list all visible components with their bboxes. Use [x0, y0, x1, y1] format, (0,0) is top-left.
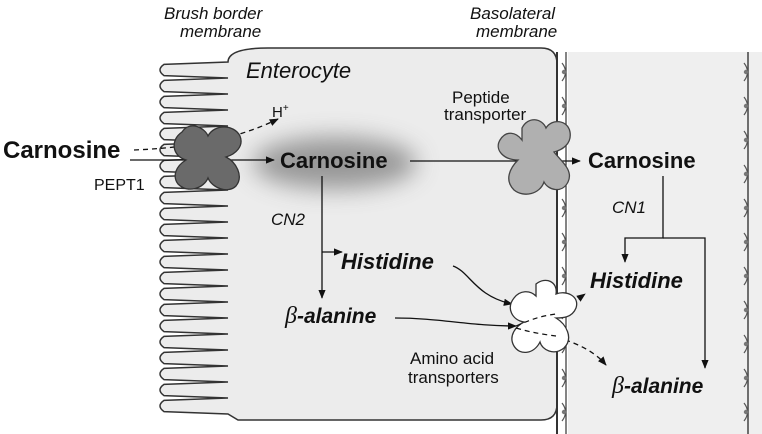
brush-border-label-line2: membrane [180, 22, 262, 41]
enterocyte-label: Enterocyte [246, 58, 352, 83]
capillary-cell-dot [743, 137, 749, 143]
transporter-dashed-paths [515, 313, 557, 337]
basolateral-junction-dot [561, 103, 567, 109]
histidine-cell-label: Histidine [341, 249, 434, 274]
basolateral-label-line2: membrane [476, 22, 558, 41]
beta-symbol: β [612, 373, 624, 399]
capillary-cell-dot [743, 273, 749, 279]
arrow-cn1-split [621, 176, 664, 263]
proton-charge: + [282, 103, 289, 114]
arrow-alanine-to-transporter [394, 317, 517, 330]
carnosine-glow [253, 137, 417, 189]
peptide-transporter-label-line2: transporter [444, 105, 527, 124]
proton-symbol: H [272, 104, 283, 121]
arrow-cn1-to-alanine [663, 237, 709, 369]
pept1-label: PEPT1 [94, 177, 145, 194]
capillary-cell-dot [743, 375, 749, 381]
amino-acid-transporters-label-line1: Amino acid [410, 349, 495, 368]
beta-symbol: β [285, 303, 297, 329]
basolateral-junction-dot [561, 239, 567, 245]
beta-alanine-cell-label: β-alanine [285, 303, 376, 330]
capillary-cell-dot [743, 341, 749, 347]
capillary-cell-dot [743, 103, 749, 109]
cn2-label: CN2 [271, 210, 306, 229]
basolateral-junction-dot [561, 205, 567, 211]
arrow-histidine-to-transporter [452, 265, 513, 306]
carnosine-blood-label: Carnosine [588, 148, 696, 173]
amino-acid-transporters-label-line2: transporters [408, 368, 499, 387]
pept1-transporter [173, 125, 242, 191]
histidine-blood-label: Histidine [590, 268, 683, 293]
capillary-cell-dot [743, 171, 749, 177]
capillary-cell-dot [743, 307, 749, 313]
basolateral-membrane [556, 52, 567, 434]
capillary-wall [743, 52, 749, 434]
basolateral-junction-dot [561, 69, 567, 75]
brush-border-label-line1: Brush border [164, 4, 263, 23]
capillary-cell-dot [743, 69, 749, 75]
proton-label: H+ [272, 103, 289, 121]
cn1-label: CN1 [612, 198, 647, 217]
basolateral-junction-dot [561, 273, 567, 279]
basolateral-junction-dot [561, 409, 567, 415]
peptide-transporter-label-line1: Peptide [452, 88, 510, 107]
capillary-cell-dot [743, 239, 749, 245]
basolateral-label-line1: Basolateral [470, 4, 556, 23]
peptide-transporter [497, 119, 571, 195]
capillary-wall-cells [743, 62, 749, 422]
blood-compartment [568, 52, 762, 434]
carnosine-cell-label: Carnosine [280, 148, 388, 173]
alanine-text: -alanine [296, 305, 377, 328]
capillary-cell-dot [743, 409, 749, 415]
capillary-cell-dot [743, 205, 749, 211]
alanine-text: -alanine [623, 375, 704, 398]
carnosine-lumen-label: Carnosine [3, 137, 121, 164]
enterocyte-cell-body [159, 47, 558, 421]
basolateral-junction-dot [561, 375, 567, 381]
beta-alanine-blood-label: β-alanine [612, 373, 703, 400]
